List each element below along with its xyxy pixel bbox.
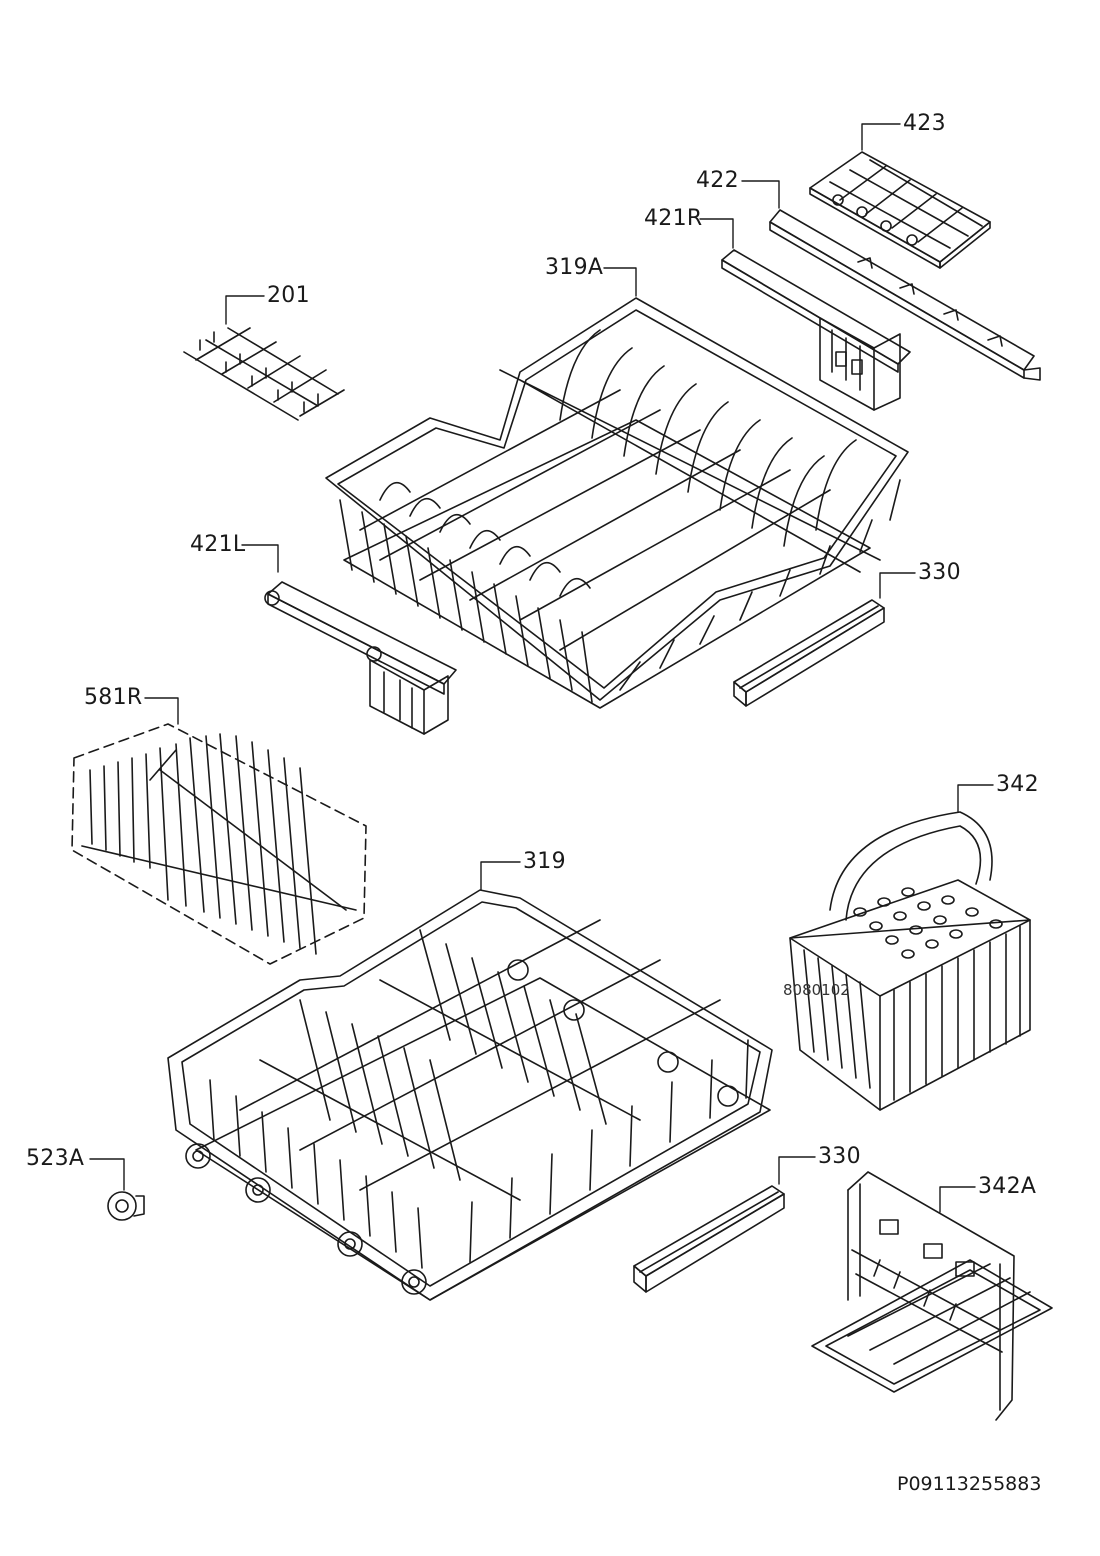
part-342A-cutlery-holder xyxy=(811,1171,1053,1421)
label-319: 319 xyxy=(523,849,566,874)
leader-201 xyxy=(225,295,265,325)
leader-342 xyxy=(957,784,994,813)
part-330-lower-strip xyxy=(633,1185,785,1293)
leader-423 xyxy=(861,123,901,151)
leader-581R xyxy=(144,697,179,725)
label-342: 342 xyxy=(996,772,1039,797)
part-319A-upper-basket xyxy=(325,297,909,709)
leader-319 xyxy=(480,861,521,891)
leader-342A xyxy=(939,1186,976,1213)
leader-330-lower xyxy=(778,1156,816,1185)
part-421R-rail xyxy=(721,249,911,411)
leader-421L xyxy=(241,544,279,573)
label-421R: 421R xyxy=(644,206,703,231)
drawing-code: P09113255883 xyxy=(897,1473,1042,1495)
leader-422 xyxy=(741,180,780,209)
part-319-lower-basket xyxy=(167,889,773,1301)
leader-421R xyxy=(699,218,734,249)
part-523A-wheel xyxy=(107,1191,145,1221)
label-319A: 319A xyxy=(545,255,604,280)
label-342A: 342A xyxy=(978,1174,1037,1199)
leader-319A xyxy=(603,267,637,297)
leader-523A xyxy=(89,1158,125,1191)
part-423-tray xyxy=(809,151,991,269)
basket-stamp-text: 8080102 xyxy=(783,981,850,999)
part-421L-rail xyxy=(264,581,457,735)
label-330-upper: 330 xyxy=(918,560,961,585)
part-201-spikes xyxy=(183,327,345,421)
label-421L: 421L xyxy=(190,532,246,557)
label-330-lower: 330 xyxy=(818,1144,861,1169)
leader-lines xyxy=(89,123,994,1213)
label-201: 201 xyxy=(267,283,310,308)
part-422-rail xyxy=(769,209,1041,381)
part-581R-rack xyxy=(71,723,367,965)
leader-330-upper xyxy=(879,572,916,599)
part-330-upper-strip xyxy=(733,599,885,707)
part-342-cutlery-basket xyxy=(789,811,1031,1111)
label-523A: 523A xyxy=(26,1146,85,1171)
label-581R: 581R xyxy=(84,685,143,710)
label-423: 423 xyxy=(903,111,946,136)
label-422: 422 xyxy=(696,168,739,193)
